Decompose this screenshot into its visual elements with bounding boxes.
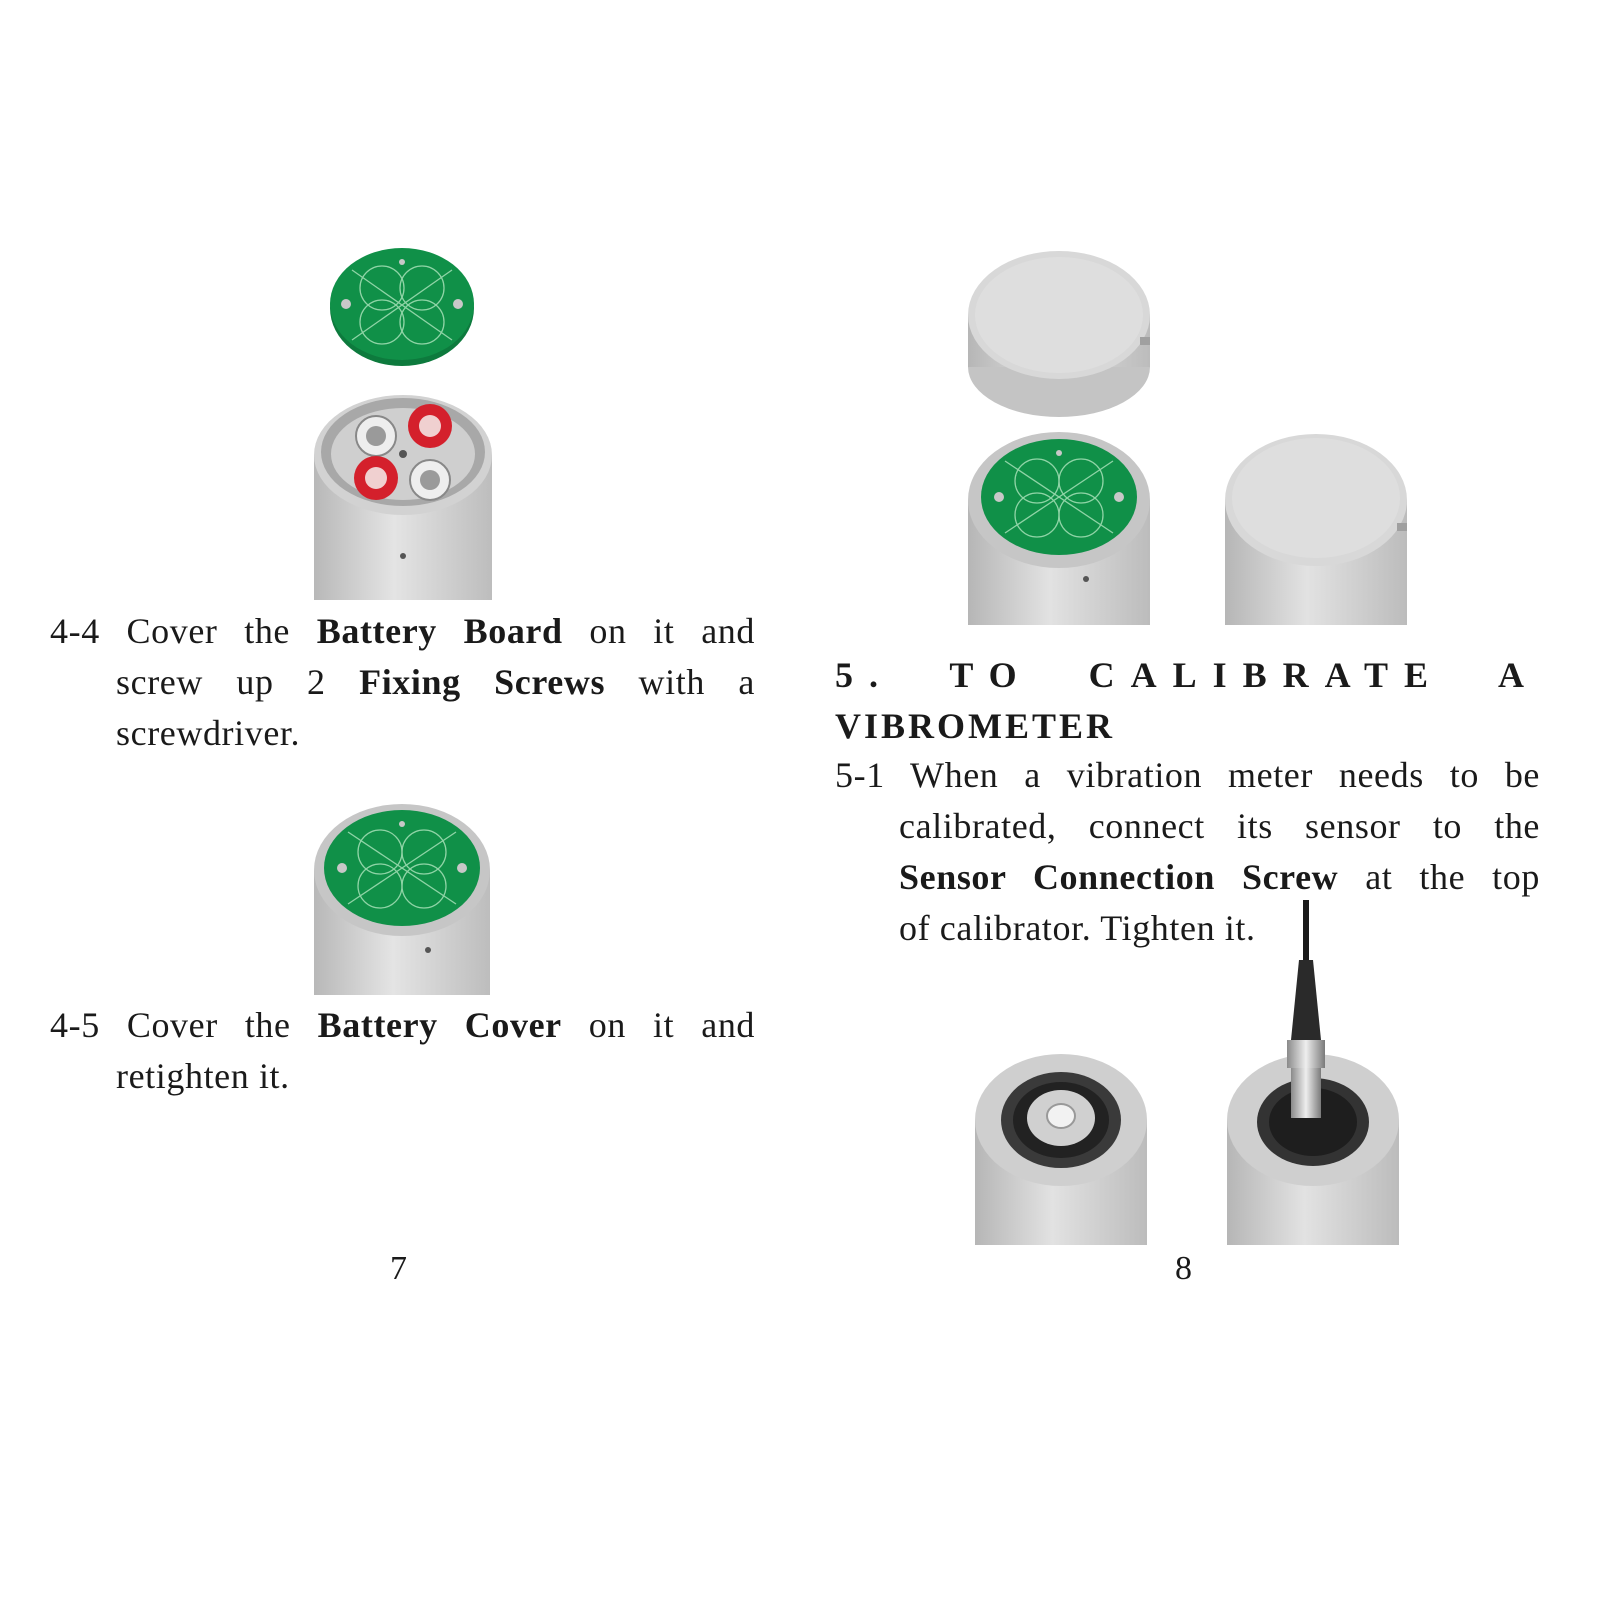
step-4-4-line-1: 4-4 Cover the Battery Board on it and <box>50 606 755 657</box>
calibrator-covers-figure <box>968 251 1407 625</box>
text-fragment: on it and <box>589 611 756 651</box>
top-cover-icon <box>968 251 1150 417</box>
page-number-right: 8 <box>1175 1250 1192 1287</box>
text-fragment: at the top <box>1365 857 1540 897</box>
calibrator-with-board-icon <box>968 432 1150 625</box>
step-4-4-line-2: screw up 2 Fixing Screws with a <box>116 657 755 708</box>
page-number-left: 7 <box>390 1250 407 1287</box>
text-fragment: Cover the <box>126 611 291 651</box>
fixing-screws-term: Fixing Screws <box>359 662 606 702</box>
sensor-connection-screw-term: Sensor Connection Screw <box>899 857 1339 897</box>
step-4-5-line-1: 4-5 Cover the Battery Cover on it and <box>50 1000 755 1051</box>
sensor-connection-screw-icon <box>975 1054 1147 1245</box>
step-5-1-line-3: Sensor Connection Screw at the top <box>899 852 1540 903</box>
text-fragment: Cover the <box>126 1005 291 1045</box>
cylinder-with-board-icon <box>314 804 490 995</box>
battery-board-term: Battery Board <box>316 611 563 651</box>
sensor-attached-icon <box>1227 900 1399 1245</box>
text-fragment: with a <box>638 662 755 702</box>
text-fragment: on it and <box>588 1005 756 1045</box>
text-fragment: screw up 2 <box>116 662 326 702</box>
section-heading-line-1: 5. TO CALIBRATE A <box>835 655 1540 695</box>
step-number: 4-5 <box>50 1005 100 1045</box>
step-5-1-line-1: 5-1 When a vibration meter needs to be <box>835 750 1540 801</box>
text-fragment: When a vibration meter needs to be <box>910 755 1540 795</box>
step-4-5-line-2: retighten it. <box>116 1056 290 1096</box>
sensor-connection-figure <box>975 900 1399 1245</box>
battery-compartment-icon <box>314 395 492 600</box>
battery-board-figure <box>314 248 492 600</box>
step-number: 4-4 <box>50 611 100 651</box>
step-4-5: 4-5 Cover the Battery Cover on it and re… <box>50 1000 755 1102</box>
step-number: 5-1 <box>835 755 885 795</box>
step-5-1-line-2: calibrated, connect its sensor to the <box>899 806 1540 846</box>
step-4-4: 4-4 Cover the Battery Board on it and sc… <box>50 606 755 759</box>
step-4-4-line-3: screwdriver. <box>116 713 301 753</box>
battery-cover-term: Battery Cover <box>317 1005 562 1045</box>
battery-board-icon <box>330 248 474 366</box>
battery-board-installed-figure <box>314 804 490 995</box>
closed-calibrator-icon <box>1225 434 1407 625</box>
step-5-1-line-4: of calibrator. Tighten it. <box>899 908 1256 948</box>
section-heading: 5. TO CALIBRATE A VIBROMETER <box>835 650 1540 752</box>
step-5-1: 5-1 When a vibration meter needs to be c… <box>835 750 1540 954</box>
section-heading-line-2: VIBROMETER <box>835 706 1116 746</box>
